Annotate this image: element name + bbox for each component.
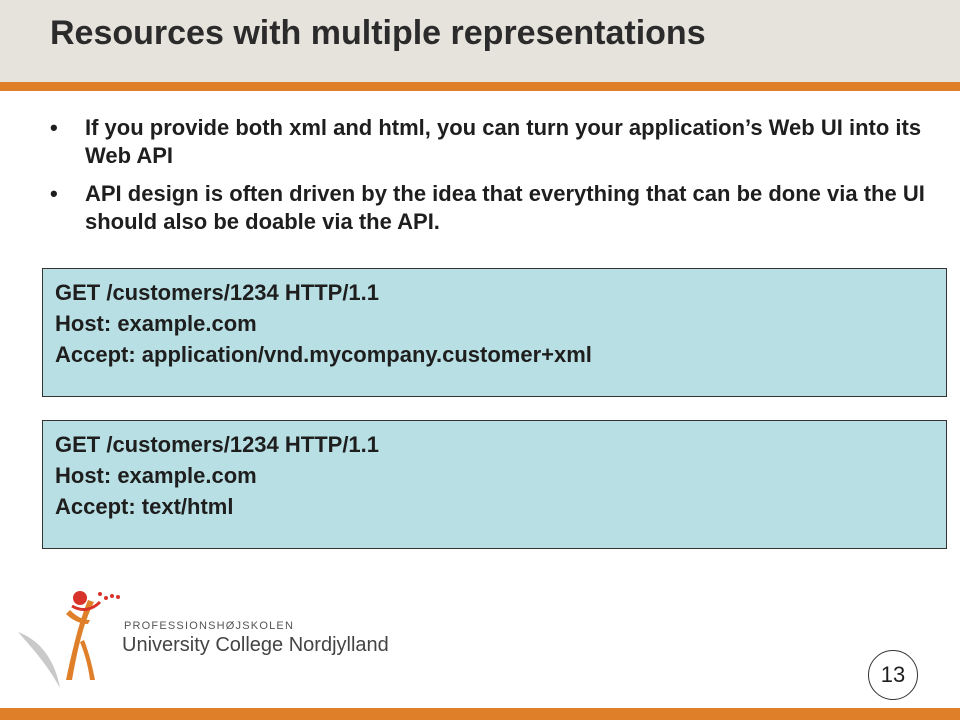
bullet-item: • If you provide both xml and html, you … [50,114,930,170]
slide-title: Resources with multiple representations [50,14,706,52]
code-line: Accept: application/vnd.mycompany.custom… [55,342,592,367]
code-line: GET /customers/1234 HTTP/1.1 [55,280,380,305]
bullet-text: If you provide both xml and html, you ca… [85,115,922,168]
title-band [0,0,960,82]
college-logo: PROFESSIONSHØJSKOLEN University College … [10,580,390,690]
logo-tagline: PROFESSIONSHØJSKOLEN [124,620,295,632]
bullet-dot-icon: • [50,115,58,140]
person-figure-icon [18,591,120,688]
code-line: Accept: text/html [55,494,234,519]
code-line: Host: example.com [55,311,257,336]
bullet-item: • API design is often driven by the idea… [50,180,930,236]
title-divider [0,82,960,91]
code-line: GET /customers/1234 HTTP/1.1 [55,432,380,457]
footer-divider [0,708,960,720]
http-request-xml: GET /customers/1234 HTTP/1.1 Host: examp… [42,268,947,397]
http-request-html: GET /customers/1234 HTTP/1.1 Host: examp… [42,420,947,549]
bullet-list: • If you provide both xml and html, you … [50,114,930,246]
bullet-dot-icon: • [50,181,58,206]
bullet-text: API design is often driven by the idea t… [85,181,925,234]
page-number: 13 [868,650,918,700]
code-line: Host: example.com [55,463,257,488]
logo-name: University College Nordjylland [122,634,389,656]
